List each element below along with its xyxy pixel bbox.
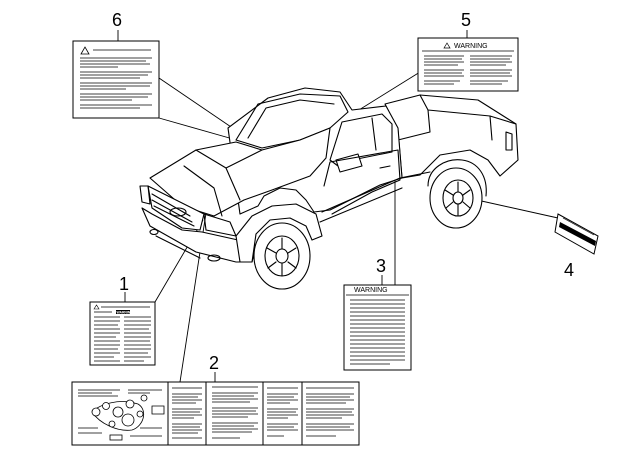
label-3-warning-header: WARNING	[354, 287, 388, 294]
leader-4	[467, 197, 559, 219]
callout-4: 4	[564, 260, 574, 280]
warning-triangle-icon	[93, 304, 100, 310]
callout-5: 5	[461, 10, 471, 30]
warning-triangle-icon	[443, 42, 451, 49]
label-5-card: WARNING	[417, 30, 519, 92]
callout-2: 2	[209, 353, 219, 373]
warning-triangle-icon	[80, 46, 90, 55]
callout-numbers: 6 5 3 4 1 2	[112, 10, 574, 373]
pickup-truck-illustration	[139, 87, 519, 290]
label-5-warning-header: WARNING	[454, 43, 488, 50]
label-1-warning-tag: WARNING	[117, 310, 134, 314]
label-6-card	[72, 30, 160, 119]
callout-3: 3	[376, 256, 386, 276]
truck-bed	[384, 94, 519, 179]
label-1-card: WARNING	[89, 292, 156, 366]
label-4-tag	[554, 213, 599, 255]
front-wheel	[253, 222, 311, 290]
label-2-card	[71, 372, 360, 446]
leader-2	[179, 199, 209, 383]
side-mirror	[335, 153, 363, 173]
front-fender	[235, 203, 323, 263]
truck-hood	[149, 127, 331, 217]
callout-6: 6	[112, 10, 122, 30]
label-3-card: WARNING	[343, 275, 412, 371]
callout-1: 1	[119, 274, 129, 294]
leader-6b	[158, 117, 241, 142]
belt-routing-diagram	[91, 394, 165, 431]
rear-wheel	[429, 167, 483, 229]
